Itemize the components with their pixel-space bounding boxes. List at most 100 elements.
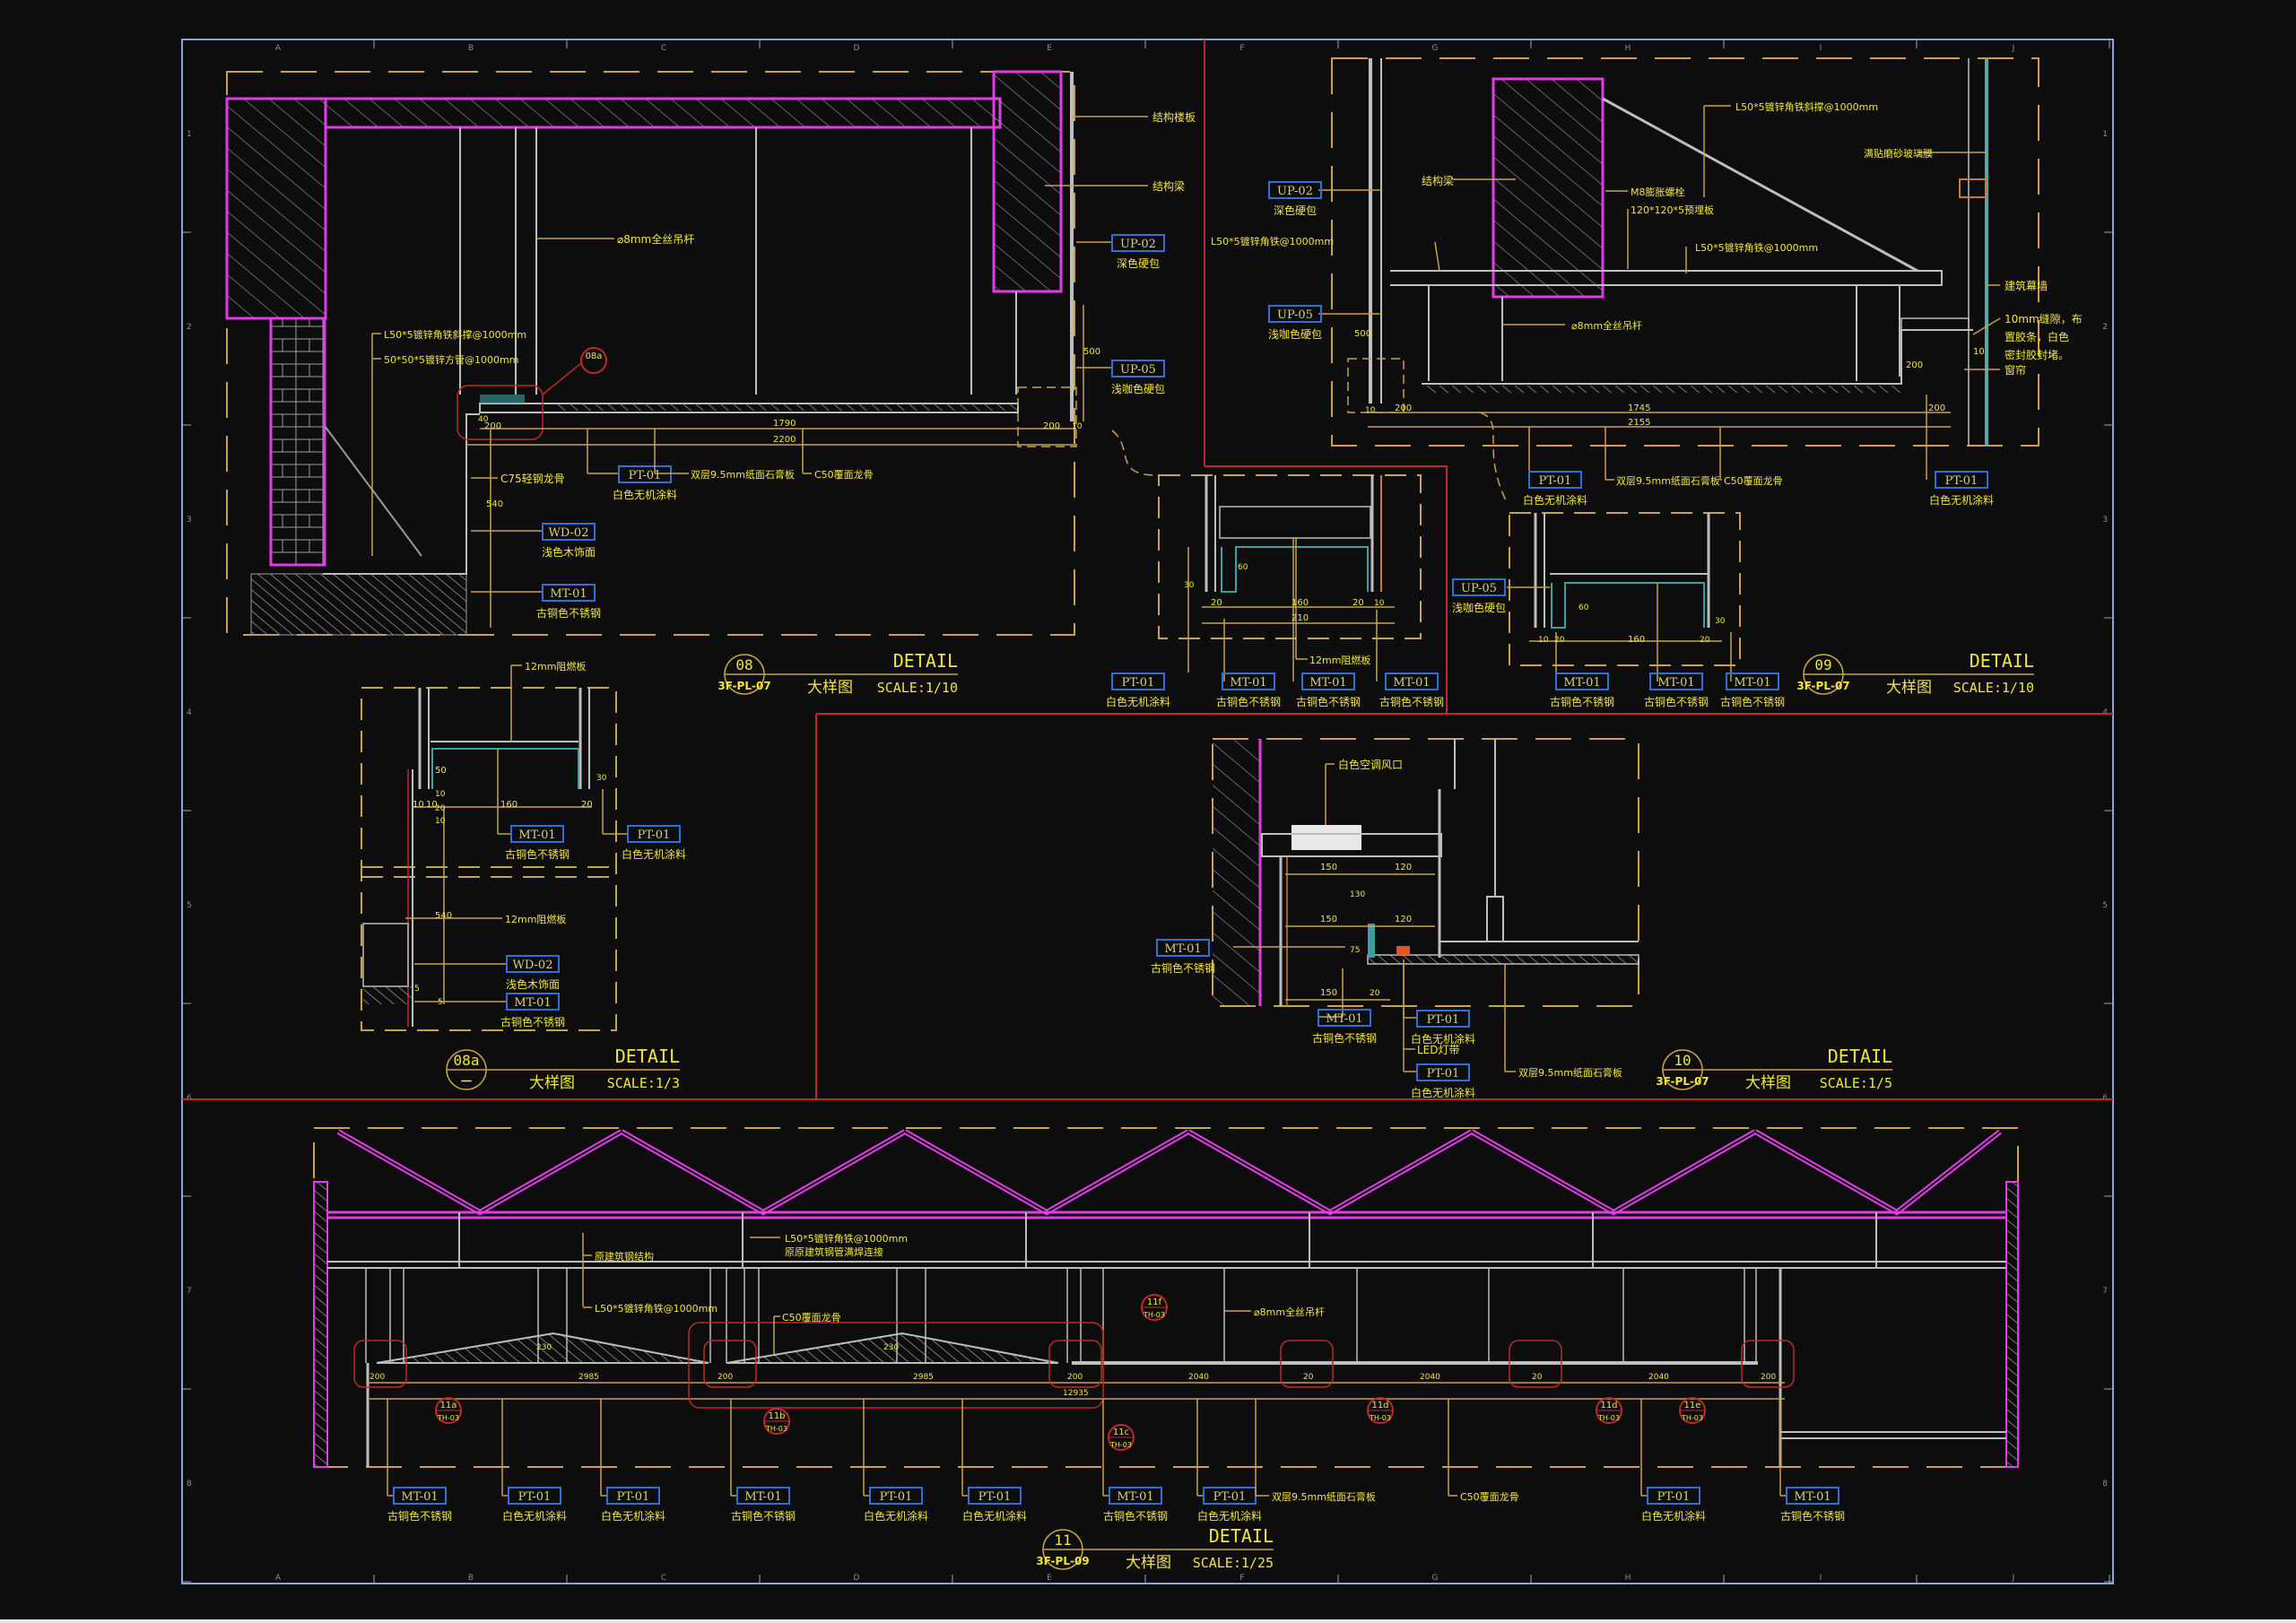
- dimension-label: 200: [1906, 360, 1923, 370]
- detail-title-en: DETAIL: [1828, 1046, 1892, 1067]
- material-tag-box: [1649, 673, 1703, 690]
- material-description: 浅咖色硬包: [1111, 382, 1165, 395]
- material-description: 古铜色不锈钢: [1312, 1031, 1377, 1045]
- dimension-label: 30: [1715, 617, 1726, 626]
- material-code: PT-01: [978, 1490, 1012, 1504]
- material-tag-box: [1268, 305, 1322, 323]
- material-description: 白色无机涂料: [1929, 493, 1994, 507]
- note-gypsum-board: 双层9.5mm纸面石膏板: [1616, 474, 1720, 487]
- note-expansion-bolt: M8膨胀螺栓: [1631, 186, 1685, 198]
- material-description: 白色无机涂料: [1197, 1509, 1262, 1523]
- note-c50-runner-2: C50覆面龙骨: [1460, 1491, 1519, 1503]
- material-tag-box: [1111, 673, 1165, 690]
- material-tag-box: [393, 1487, 447, 1505]
- dimension-label: 2985: [913, 1373, 934, 1382]
- material-description: 古铜色不锈钢: [731, 1509, 796, 1523]
- material-tag-box: [1301, 673, 1355, 690]
- detail-09-drawing: [1331, 57, 2039, 503]
- truss-diagonal: [620, 1129, 907, 1216]
- material-tag-box: [606, 1487, 660, 1505]
- detail-sheet-ref: 3F-PL-09: [1036, 1555, 1089, 1567]
- material-code: PT-01: [1539, 474, 1572, 488]
- dimension-label: 540: [435, 911, 452, 921]
- detail-title-cn: 大样图: [1745, 1074, 1791, 1092]
- detail-number: 08a: [454, 1052, 480, 1069]
- material-description: 古铜色不锈钢: [1550, 695, 1614, 708]
- material-tag-box: [869, 1487, 923, 1505]
- material-code: MT-01: [1164, 942, 1201, 956]
- material-tag-box: [542, 584, 596, 602]
- dimension-label: 20: [1700, 636, 1710, 645]
- material-code: UP-05: [1277, 308, 1313, 322]
- material-tag-box: [1318, 1009, 1371, 1027]
- grid-column-label-bottom: A: [275, 1574, 282, 1583]
- dimension-label: 160: [1292, 598, 1309, 608]
- material-code: WD-02: [549, 526, 589, 540]
- material-description: 白色无机涂料: [1523, 493, 1587, 507]
- dimension-label: 200: [1043, 421, 1060, 431]
- dimension-label: 10: [435, 817, 446, 826]
- dimension-label: 130: [1350, 890, 1365, 899]
- material-description: 浅咖色硬包: [1268, 327, 1322, 341]
- grid-row-label-right: 5: [2102, 901, 2108, 910]
- note-structural-beam: 结构梁: [1422, 174, 1454, 187]
- note-angle-l50-2: L50*5镀锌角铁@1000mm: [1695, 241, 1818, 254]
- callout-id: 11c: [1113, 1428, 1129, 1437]
- dimension-label: 50: [435, 766, 447, 776]
- dimension-label: 200: [1395, 404, 1412, 413]
- dimension-label: 120: [1395, 863, 1412, 872]
- material-code: PT-01: [638, 829, 671, 842]
- detail-09-subsection-left: [1158, 474, 1422, 639]
- material-description: 白色无机涂料: [1106, 695, 1170, 708]
- detail-08-drawing: [225, 70, 1158, 636]
- material-code: UP-02: [1277, 185, 1313, 198]
- note-hanger-rod: ⌀8mm全丝吊杆: [617, 232, 694, 246]
- grid-column-label-top: B: [468, 44, 474, 53]
- note-c75-stud: C75轻钢龙骨: [500, 473, 565, 485]
- material-description: 深色硬包: [1117, 257, 1160, 270]
- grid-column-label-top: I: [1820, 44, 1822, 53]
- dimension-label: 2040: [1648, 1373, 1669, 1382]
- detail-scale: SCALE:1/10: [1953, 680, 2034, 696]
- material-tag-box: [506, 955, 560, 973]
- dimension-label: 200: [1067, 1373, 1083, 1382]
- material-description: 古铜色不锈钢: [500, 1015, 565, 1028]
- dimension-label: 30: [596, 774, 607, 783]
- detail-09-subsection-right: [1509, 512, 1741, 666]
- material-tag-box: [1726, 673, 1779, 690]
- material-description: 古铜色不锈钢: [1720, 695, 1785, 708]
- grid-column-label-bottom: F: [1239, 1574, 1244, 1583]
- note-fire-board-bottom: 12mm阻燃板: [505, 913, 566, 925]
- material-code: MT-01: [1794, 1490, 1831, 1504]
- section-dividers: [182, 39, 2113, 1100]
- material-code: WD-02: [513, 959, 553, 972]
- detail-sheet-ref: 一: [461, 1075, 472, 1088]
- material-code: PT-01: [518, 1490, 552, 1504]
- material-tag-box: [736, 1487, 790, 1505]
- note-curtain: 窗帘: [2005, 363, 2026, 377]
- grid-column-label-top: E: [1047, 44, 1052, 53]
- dimension-label: 20: [435, 804, 446, 813]
- grid-column-label-bottom: D: [854, 1574, 860, 1583]
- material-description: 白色无机涂料: [613, 488, 677, 501]
- material-tag-box: [1156, 939, 1210, 957]
- note-frosted-film: 满贴磨砂玻璃膜: [1864, 147, 1933, 160]
- callout-sheet: TH-03: [1369, 1414, 1391, 1422]
